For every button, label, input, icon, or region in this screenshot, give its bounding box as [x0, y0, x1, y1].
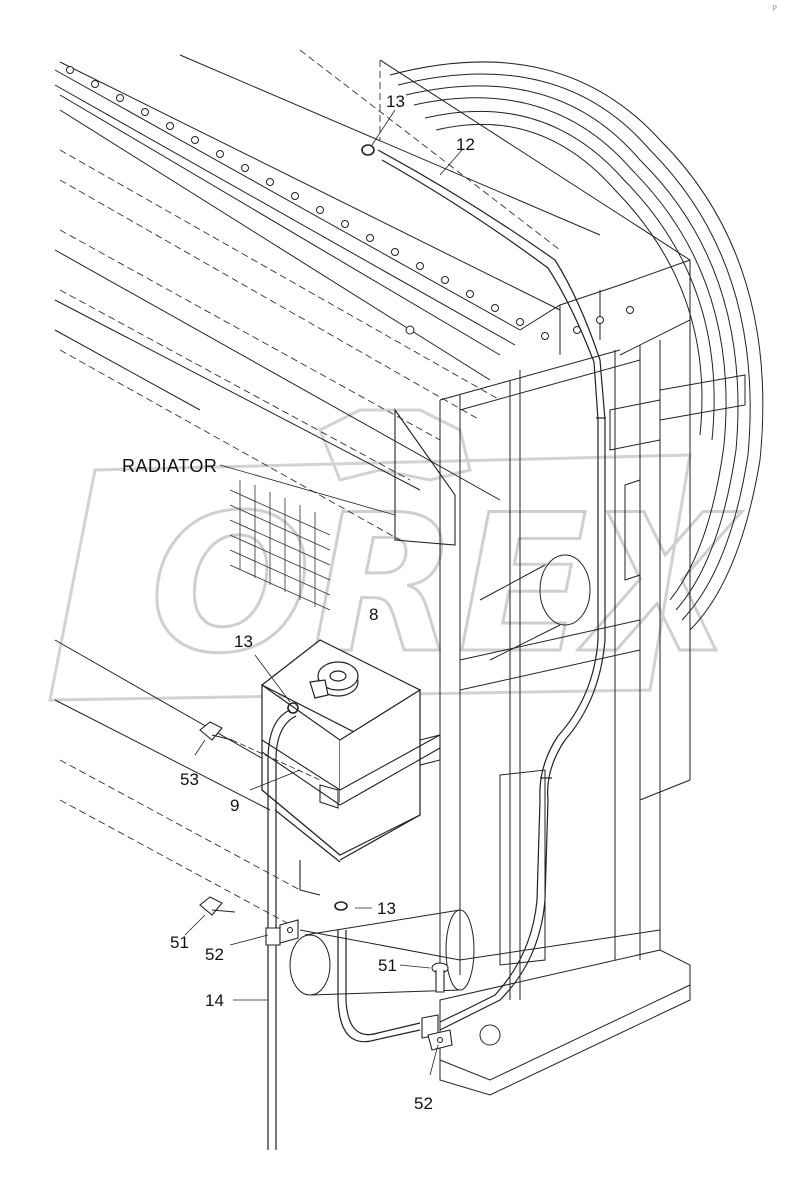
hose-12 — [377, 149, 606, 1031]
radiator-body-lines — [54, 249, 501, 811]
radiator-top-rail — [54, 54, 691, 381]
label-part-14: 14 — [205, 991, 224, 1010]
radiator-base — [289, 909, 691, 1096]
radiator-grille — [229, 480, 331, 611]
tank-bracket — [261, 408, 456, 896]
label-radiator: RADIATOR — [122, 456, 218, 476]
label-part-13-mid: 13 — [234, 632, 253, 651]
radiator-side-frame — [439, 320, 691, 1000]
bolt-51-right — [431, 962, 449, 993]
o-ring-13-low — [334, 901, 348, 911]
reservoir-cap — [309, 661, 359, 699]
label-part-52-left: 52 — [205, 945, 224, 964]
label-part-53: 53 — [180, 770, 199, 789]
hose-14 — [267, 709, 297, 1150]
reservoir-tank — [260, 639, 422, 863]
label-part-52-bottom: 52 — [414, 1094, 433, 1113]
label-part-9: 9 — [230, 796, 240, 815]
radiator-inlet-pipe — [479, 554, 591, 661]
rail-bolts — [66, 66, 634, 340]
label-part-13-low: 13 — [377, 899, 396, 918]
fan-shroud — [389, 61, 764, 631]
label-part-12: 12 — [456, 135, 475, 154]
clamp-52-left — [265, 919, 299, 946]
o-ring-13-mid — [287, 702, 299, 714]
watermark: OREX — [48, 408, 744, 702]
label-part-51-right: 51 — [378, 956, 397, 975]
label-part-13-top: 13 — [386, 92, 405, 111]
clamp-52-bottom — [421, 1014, 453, 1051]
radiator-core — [59, 49, 561, 931]
svg-text:OREX: OREX — [150, 474, 743, 695]
hose-lower — [337, 930, 421, 1043]
o-ring-13-top — [361, 144, 375, 156]
bolt-53 — [199, 721, 233, 741]
leader-lines — [184, 109, 463, 1076]
corner-mark: P — [772, 4, 777, 13]
label-part-8: 8 — [369, 605, 379, 624]
label-part-51-left: 51 — [170, 933, 189, 952]
bolt-51-left — [199, 896, 236, 916]
